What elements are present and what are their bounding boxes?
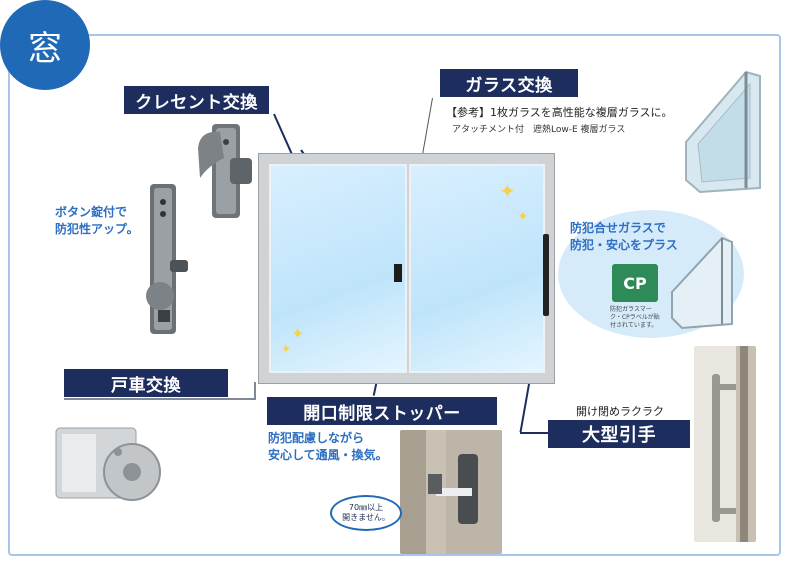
stopper-desc-line1: 防犯配慮しながら — [268, 431, 365, 445]
roller-label-text: 戸車交換 — [111, 375, 181, 396]
stopper-note-line2: 開きません。 — [342, 513, 390, 522]
button-lock-line1: ボタン錠付で — [55, 205, 128, 219]
crescent-marker — [394, 264, 402, 282]
crescent-label: クレセント交換 — [124, 86, 269, 114]
glass-label: ガラス交換 — [440, 69, 578, 97]
stopper-label: 開口制限ストッパー — [267, 397, 497, 425]
stopper-label-text: 開口制限ストッパー — [303, 403, 461, 424]
sliding-window-illustration: ✦ ✦ ✦ ✦ — [258, 153, 555, 384]
sparkle-icon: ✦ — [517, 209, 529, 225]
cp-mark-caption: 防犯ガラスマーク・CPラベルが貼付されています。 — [610, 306, 660, 329]
glass-label-text: ガラス交換 — [465, 75, 553, 96]
crescent-lock-image — [198, 124, 252, 218]
stopper-desc-line2: 安心して通風・換気。 — [268, 448, 388, 462]
cp-mark-icon: CP — [612, 264, 658, 302]
button-lock-text: ボタン錠付で 防犯性アップ。 — [55, 204, 139, 238]
right-glass-pane — [409, 164, 545, 373]
roller-image — [55, 427, 161, 501]
roller-leader-line-v — [254, 382, 256, 400]
roller-leader-line — [64, 398, 254, 400]
security-glass-line2: 防犯・安心をプラス — [570, 238, 678, 252]
handle-leader-line-h — [520, 432, 560, 434]
handle-marker — [543, 234, 549, 316]
stopper-note-bubble: 70㎜以上 開きません。 — [330, 495, 402, 531]
security-glass-text: 防犯合せガラスで 防犯・安心をプラス — [570, 220, 678, 254]
button-lock-line2: 防犯性アップ。 — [55, 222, 139, 236]
large-handle-image — [694, 346, 756, 542]
roller-label: 戸車交換 — [64, 369, 228, 397]
double-glazing-image — [685, 70, 761, 194]
handle-label: 大型引手 — [548, 420, 690, 448]
stopper-note-line1: 70㎜以上 — [348, 503, 384, 512]
left-glass-pane — [269, 164, 407, 373]
glass-ref-line1: 【参考】1枚ガラスを高性能な複層ガラスに。 — [446, 106, 673, 119]
handle-desc: 開け閉めラクラク — [576, 405, 664, 418]
security-glass-image — [671, 236, 733, 330]
sparkle-icon: ✦ — [291, 324, 305, 343]
sparkle-icon: ✦ — [281, 342, 292, 356]
glass-ref-line2: アタッチメント付 遮熱Low-E 複層ガラス — [452, 125, 626, 135]
button-lock-crescent-image — [146, 184, 188, 334]
handle-label-text: 大型引手 — [582, 425, 656, 446]
sparkle-icon: ✦ — [499, 179, 516, 203]
badge-text: 窓 — [28, 28, 62, 69]
window-badge: 窓 — [0, 0, 90, 90]
crescent-label-text: クレセント交換 — [135, 92, 258, 113]
stopper-desc: 防犯配慮しながら 安心して通風・換気。 — [268, 430, 388, 464]
security-glass-line1: 防犯合せガラスで — [570, 221, 666, 235]
stopper-image — [400, 430, 502, 554]
